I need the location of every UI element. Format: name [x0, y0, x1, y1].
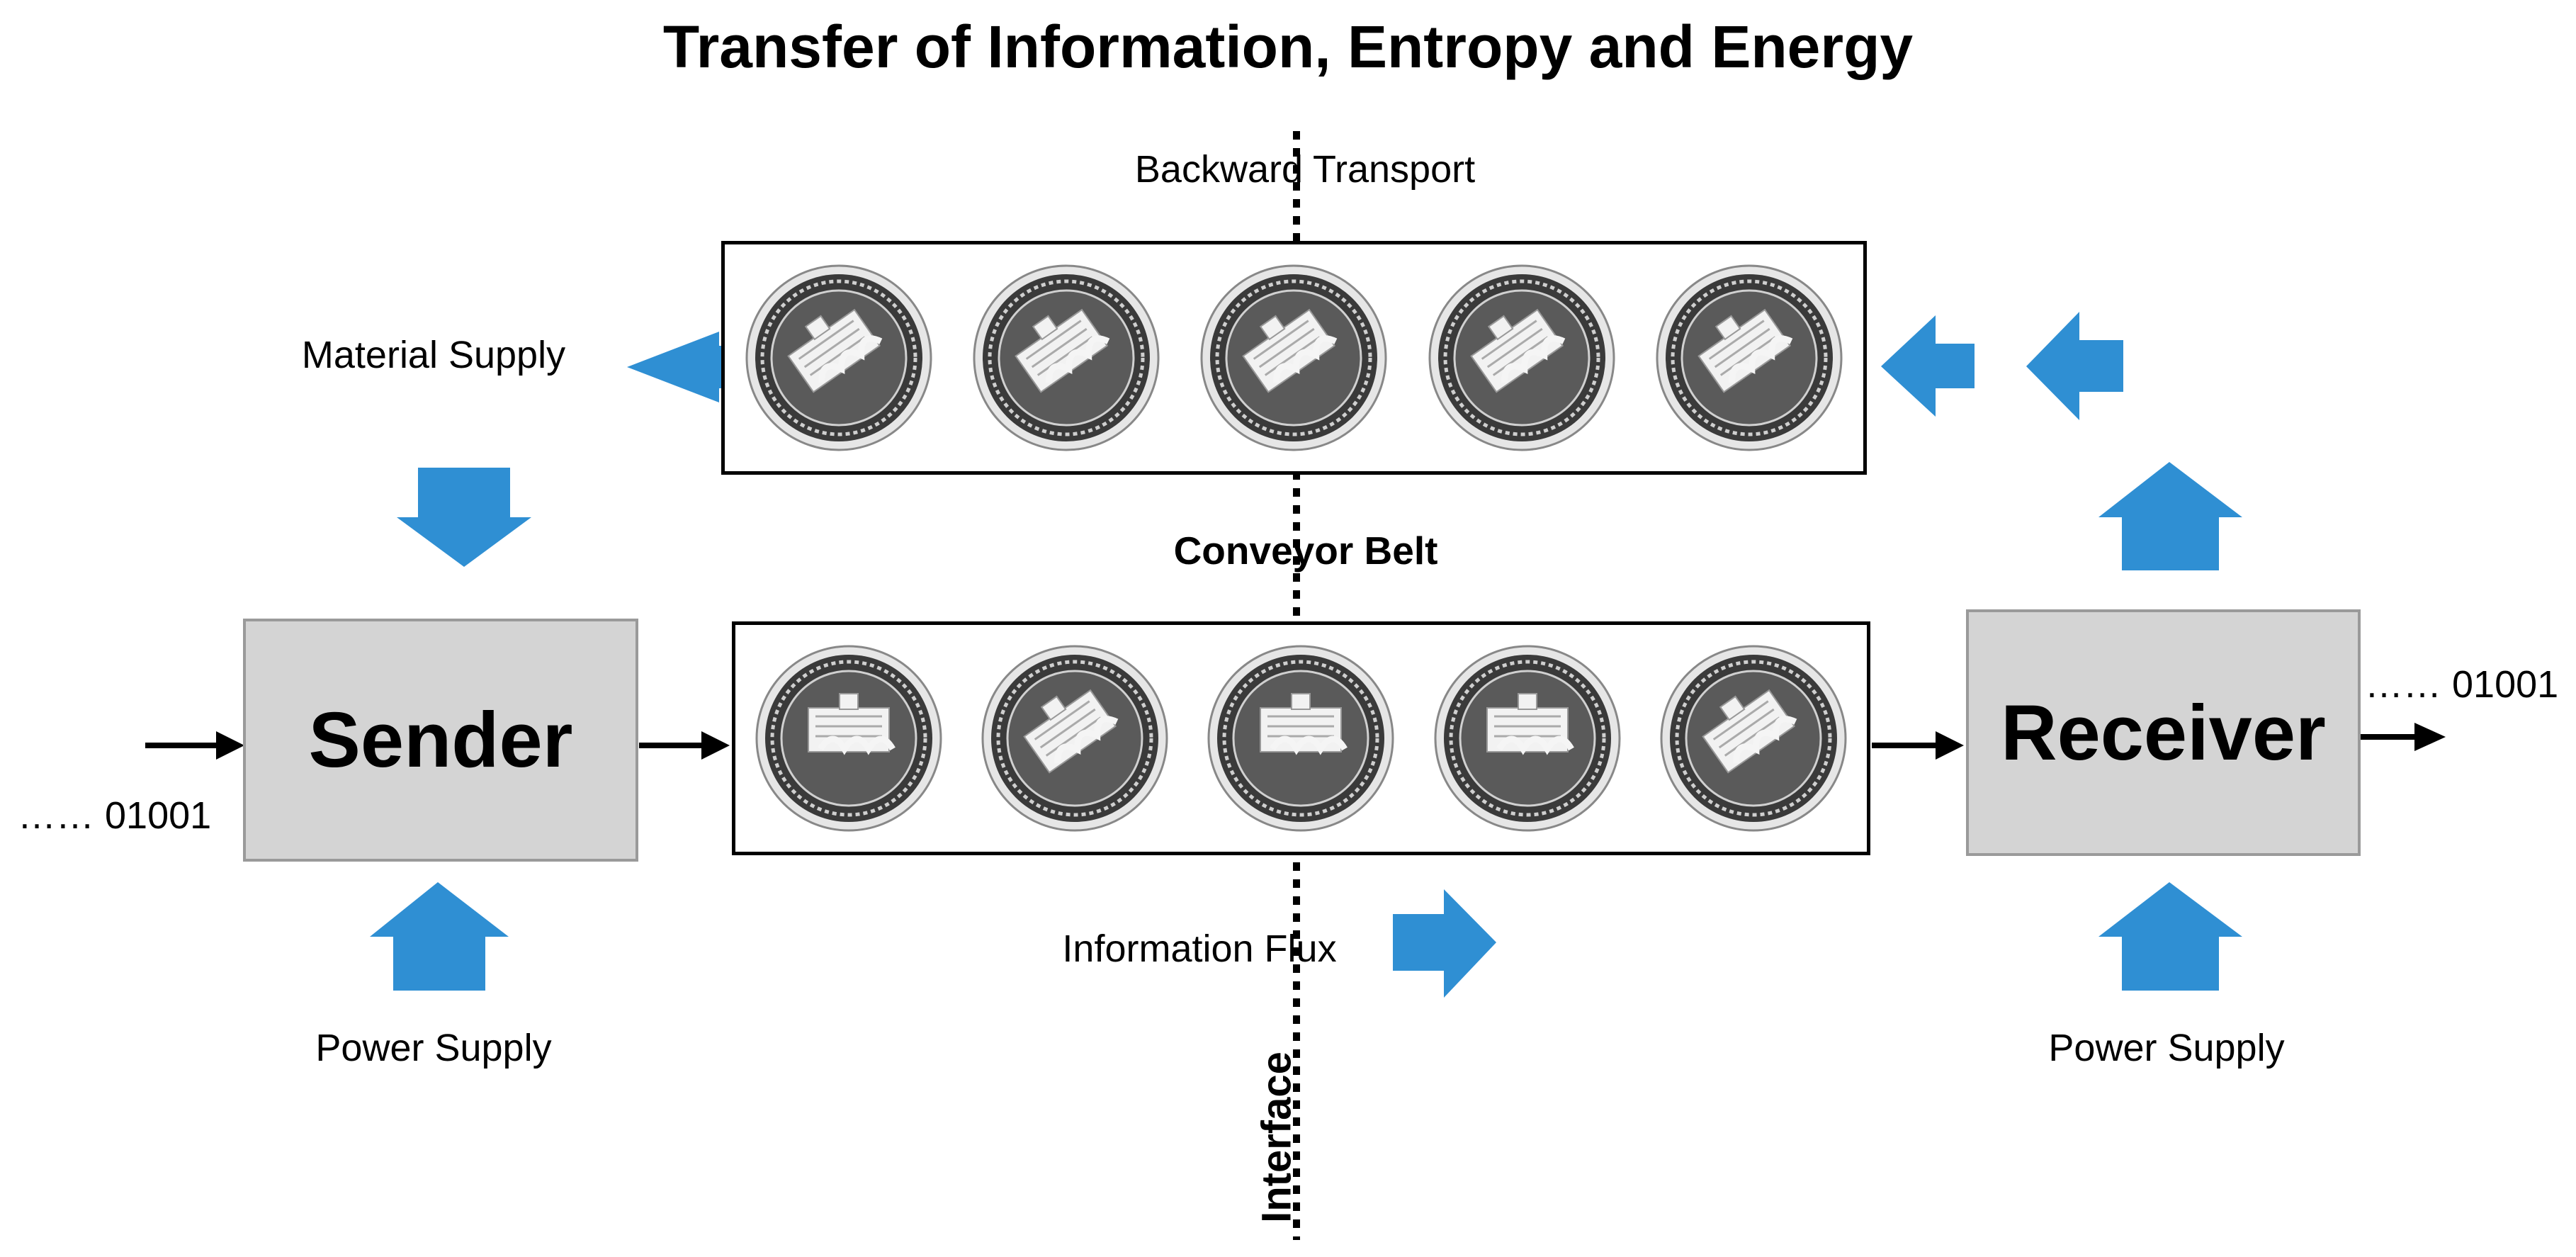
input-bits-label: …… 01001: [18, 794, 212, 837]
output-arrow: [2359, 723, 2446, 751]
sender-label: Sender: [308, 697, 573, 784]
receiver-box: Receiver: [1966, 609, 2361, 856]
receiver-label: Receiver: [2001, 689, 2326, 777]
output-bits-label: …… 01001: [2365, 663, 2559, 706]
information-flux-label: Information Flux: [1062, 928, 1337, 970]
interface-label: Interface: [1253, 1052, 1300, 1223]
material-supply-label: Material Supply: [301, 334, 566, 376]
coin-bottom-1: [755, 645, 942, 832]
sender-power-supply-label: Power Supply: [315, 1027, 552, 1069]
coin-cell-top-2: [952, 244, 1180, 471]
coin-cell-bottom-4: [1414, 625, 1640, 852]
coin-cell-bottom-1: [735, 625, 961, 852]
coin-cell-bottom-2: [961, 625, 1187, 852]
coin-bottom-2: [981, 645, 1168, 832]
top-coin-row: [725, 244, 1863, 471]
belt-to-receiver-arrow: [1872, 731, 1964, 760]
coin-top-3: [1200, 264, 1387, 451]
coin-cell-bottom-3: [1188, 625, 1414, 852]
backward-transport-belt: [721, 241, 1867, 475]
conveyor-belt: [732, 621, 1870, 855]
sender-box: Sender: [243, 619, 638, 862]
material-supply-down-arrow: [397, 468, 531, 567]
receiver-power-supply-label: Power Supply: [2048, 1027, 2285, 1069]
sender-power-arrow: [370, 882, 509, 991]
coin-cell-top-5: [1636, 244, 1863, 471]
coin-bottom-4: [1434, 645, 1621, 832]
conveyor-belt-label: Conveyor Belt: [1173, 529, 1438, 573]
coin-cell-top-1: [725, 244, 952, 471]
coin-top-4: [1428, 264, 1615, 451]
receiver-power-arrow: [2098, 882, 2242, 991]
backward-arrow-1: [1881, 315, 1975, 417]
bottom-coin-row: [735, 625, 1867, 852]
sender-to-belt-arrow: [639, 731, 730, 760]
backward-arrow-2: [2026, 312, 2123, 420]
coin-cell-top-4: [1408, 244, 1635, 471]
coin-cell-top-3: [1180, 244, 1408, 471]
coin-bottom-3: [1207, 645, 1394, 832]
backward-transport-label: Backward Transport: [1134, 148, 1476, 191]
material-supply-left-arrow: [627, 332, 723, 402]
information-flux-arrow: [1393, 889, 1496, 998]
coin-top-5: [1656, 264, 1843, 451]
receiver-up-arrow: [2098, 462, 2242, 570]
diagram-title: Transfer of Information, Entropy and Ene…: [662, 13, 1914, 80]
coin-bottom-5: [1660, 645, 1847, 832]
coin-cell-bottom-5: [1641, 625, 1867, 852]
coin-top-1: [745, 264, 932, 451]
input-arrow: [145, 731, 244, 760]
coin-top-2: [973, 264, 1160, 451]
